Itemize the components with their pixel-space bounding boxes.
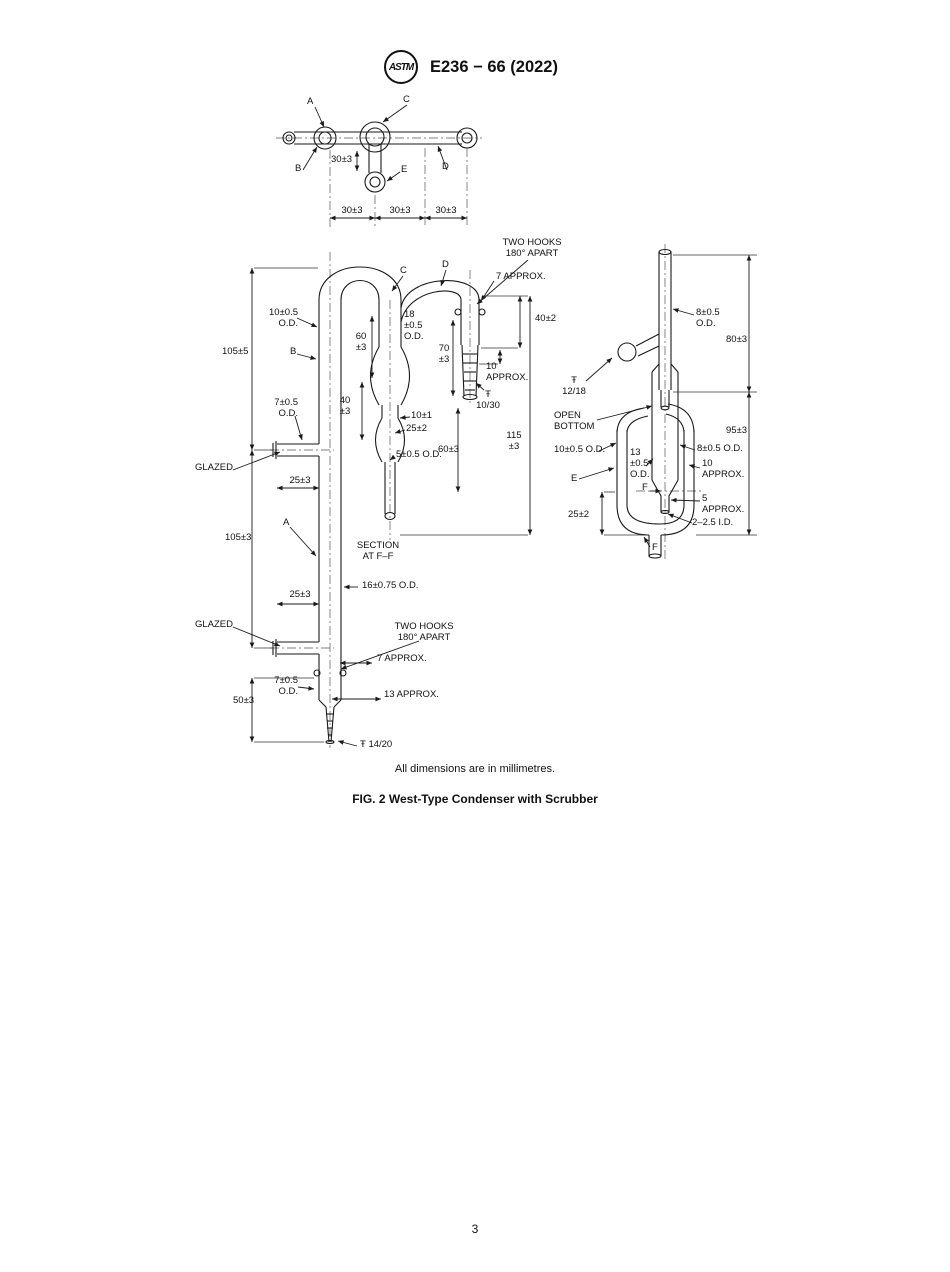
- id-2-25-label: 2–2.5 I.D.: [692, 517, 734, 528]
- part-label-c-top: C: [403, 94, 410, 105]
- dim-40-3-label: 40 ±3: [339, 395, 351, 417]
- part-label-f-section: F: [642, 482, 648, 493]
- glazed-upper-label: GLAZED: [195, 462, 234, 473]
- dimension-lines: [249, 151, 752, 742]
- section-ff-label: SECTION AT F–F: [356, 540, 400, 562]
- dim-10-1-label: 10±1: [411, 410, 433, 421]
- open-bottom-label: OPEN BOTTOM: [554, 410, 595, 432]
- dim-25-3-lower-label: 25±3: [289, 589, 311, 600]
- extension-lines: [254, 254, 757, 743]
- dim-80-3-label: 80±3: [726, 334, 748, 345]
- centerlines: [270, 137, 702, 748]
- condenser-outline: [272, 266, 486, 745]
- dim-30-span1-label: 30±3: [341, 205, 363, 216]
- part-label-e: E: [571, 473, 578, 484]
- joint-14-20-label: Ŧ 14/20: [360, 739, 393, 750]
- od-7-lower-label: 7±0.5 O.D.: [274, 675, 298, 697]
- two-hooks-bottom-label: TWO HOOKS 180° APART: [394, 621, 454, 643]
- two-hooks-top-label: TWO HOOKS 180° APART: [502, 237, 562, 259]
- approx-5-label: 5 APPROX.: [702, 493, 745, 515]
- dim-115-3-label: 115 ±3: [506, 430, 522, 452]
- astm-logo-text: ASTM: [388, 61, 414, 73]
- approx-10-label: 10 APPROX.: [486, 361, 529, 383]
- dim-70-3-label: 70 ±3: [438, 343, 450, 365]
- approx-13-label: 13 APPROX.: [384, 689, 439, 700]
- joint-12-18-label: Ŧ 12/18: [562, 375, 586, 397]
- joint-10-30-label: Ŧ 10/30: [476, 389, 500, 411]
- approx-7-bottom-label: 7 APPROX.: [377, 653, 427, 664]
- od-5-label: 5±0.5 O.D.: [396, 449, 442, 460]
- top-assembly-outline: [282, 121, 478, 193]
- part-label-d: D: [442, 259, 449, 270]
- dimensions-note: All dimensions are in millimetres.: [394, 763, 556, 775]
- od-8-lower-label: 8±0.5 O.D.: [697, 443, 743, 454]
- od-10-scrubber-label: 10±0.5 O.D.: [554, 444, 606, 455]
- page-number: 3: [471, 1222, 479, 1236]
- astm-logo: ASTM: [384, 50, 418, 84]
- part-label-f-bottom: F: [652, 542, 658, 553]
- part-label-e-top: E: [401, 164, 408, 175]
- glazed-lower-label: GLAZED: [195, 619, 234, 630]
- dim-30-span2-label: 30±3: [389, 205, 411, 216]
- dim-40-2-label: 40±2: [535, 313, 557, 324]
- figure-caption: FIG. 2 West-Type Condenser with Scrubber: [352, 792, 598, 806]
- dim-60-3-upper-label: 60 ±3: [355, 331, 367, 353]
- dim-30-span3-label: 30±3: [435, 205, 457, 216]
- approx-7-top-label: 7 APPROX.: [496, 271, 546, 282]
- doc-title: E236 − 66 (2022): [430, 58, 558, 76]
- od-10-label: 10±0.5 O.D.: [269, 307, 298, 329]
- scrubber-outline: [616, 248, 695, 559]
- dim-25-3-upper-label: 25±3: [289, 475, 311, 486]
- part-label-c: C: [400, 265, 407, 276]
- part-label-b-top: B: [295, 163, 302, 174]
- part-label-a: A: [283, 517, 290, 528]
- dim-50-3-label: 50±3: [233, 695, 255, 706]
- dim-105-3-label: 105±3: [225, 532, 252, 543]
- approx-10-scrubber-label: 10 APPROX.: [702, 458, 745, 480]
- od-16-label: 16±0.75 O.D.: [362, 580, 419, 591]
- dim-95-3-label: 95±3: [726, 425, 748, 436]
- dim-25-2-scrubber-label: 25±2: [568, 509, 590, 520]
- od-13-label: 13 ±0.5 O.D.: [630, 447, 650, 480]
- od-7-upper-label: 7±0.5 O.D.: [274, 397, 298, 419]
- dim-60-3-lower-label: 60±3: [438, 444, 460, 455]
- od-18-label: 18 ±0.5 O.D.: [404, 309, 424, 342]
- part-label-d-top: D: [442, 161, 449, 172]
- part-label-b: B: [290, 346, 297, 357]
- dim-25-2-label: 25±2: [406, 423, 428, 434]
- dim-105-5-label: 105±5: [222, 346, 249, 357]
- dim-30-vert-label: 30±3: [331, 154, 353, 165]
- part-label-a-top: A: [307, 96, 314, 107]
- od-8-top-label: 8±0.5 O.D.: [696, 307, 720, 329]
- leader-lines: [232, 104, 701, 747]
